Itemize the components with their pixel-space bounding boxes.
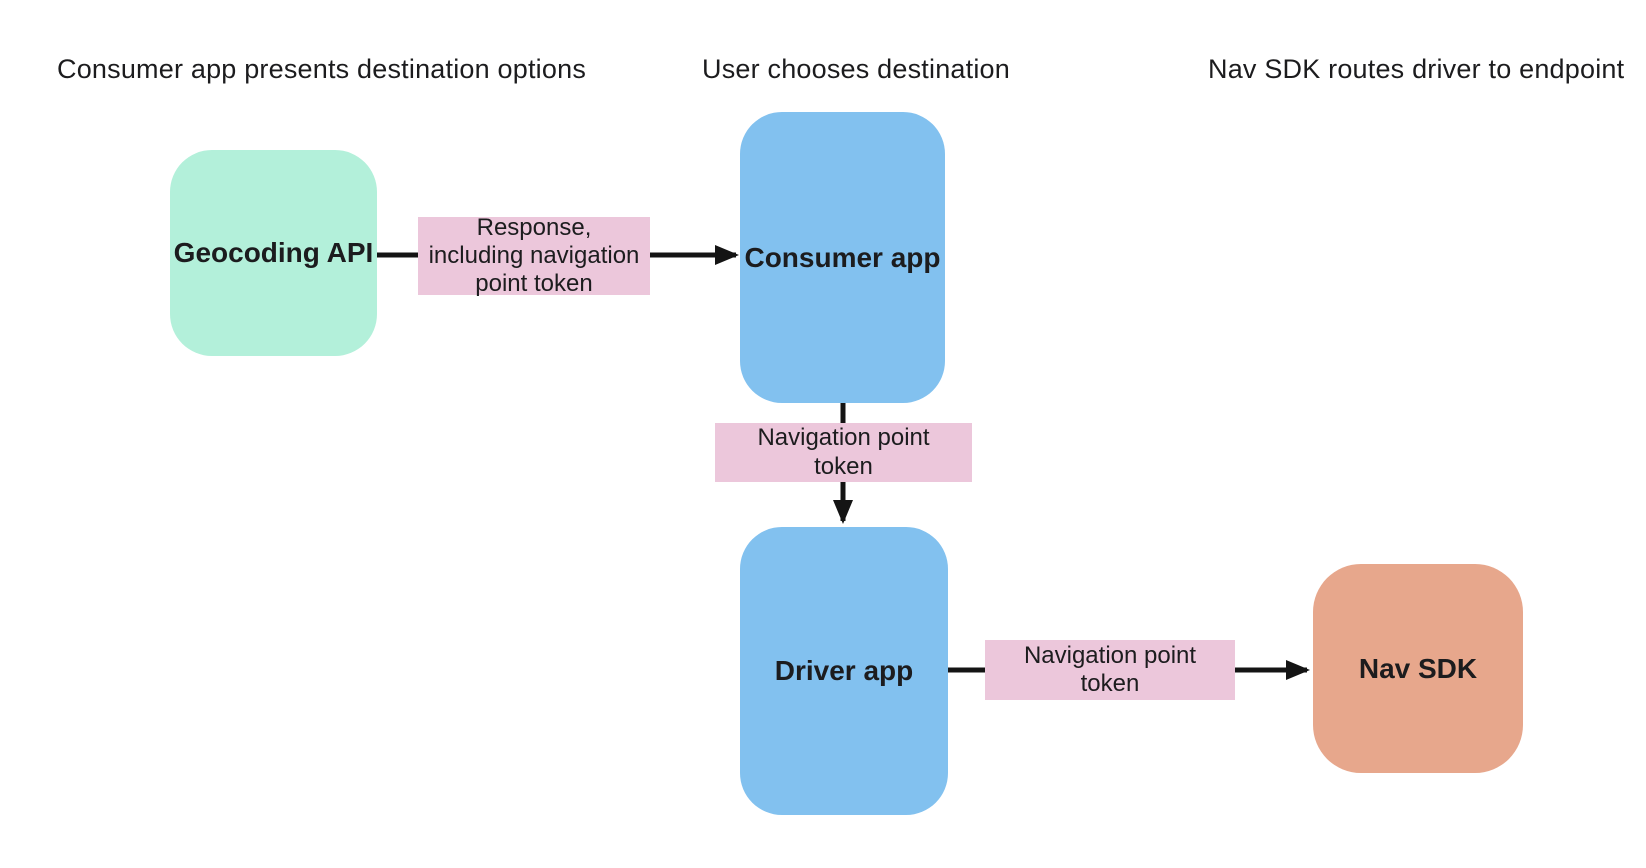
- stage-heading-consumer-presents: Consumer app presents destination option…: [57, 54, 587, 84]
- node-geocoding-api-label: Geocoding API: [173, 237, 374, 268]
- edge-label-token-vertical-text: Navigation point token: [757, 424, 930, 480]
- stage-heading-user-chooses: User chooses destination: [702, 54, 1010, 84]
- edge-label-navigation-point-token-vertical: Navigation point token: [715, 423, 972, 482]
- node-geocoding-api: Geocoding API: [170, 150, 377, 356]
- edge-label-response-text: Response, including navigation point tok…: [428, 213, 640, 298]
- edge-label-token-horizontal-text: Navigation point token: [1023, 641, 1197, 697]
- stage-heading-nav-sdk-routes: Nav SDK routes driver to endpoint: [1208, 54, 1625, 84]
- node-consumer-app-label: Consumer app: [744, 241, 941, 273]
- node-driver-app-label: Driver app: [774, 655, 914, 686]
- node-consumer-app: Consumer app: [740, 112, 945, 403]
- node-driver-app: Driver app: [740, 527, 948, 815]
- edge-label-response-including-token: Response, including navigation point tok…: [418, 213, 650, 298]
- edge-label-navigation-point-token-horizontal: Navigation point token: [985, 640, 1235, 700]
- node-nav-sdk-label: Nav SDK: [1358, 652, 1478, 684]
- node-nav-sdk: Nav SDK: [1313, 564, 1523, 773]
